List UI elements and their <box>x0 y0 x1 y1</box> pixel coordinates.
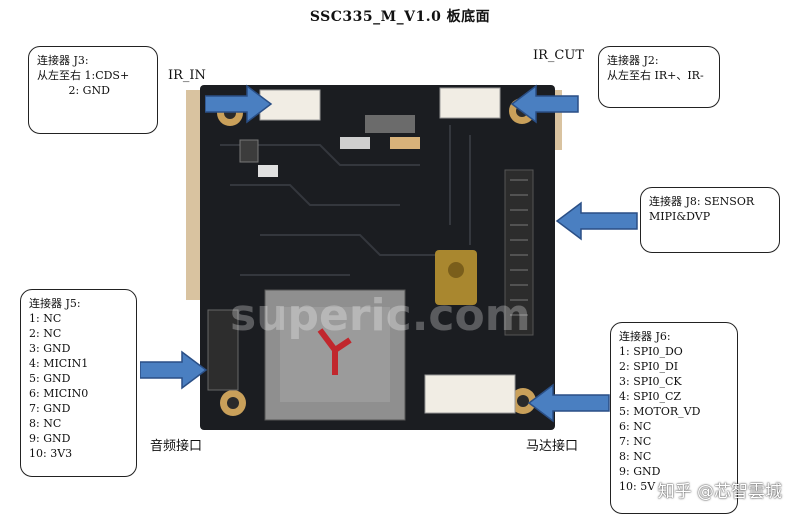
callout-j5: 连接器 J5: 1: NC 2: NC 3: GND 4: MICIN1 5: … <box>20 289 137 477</box>
callout-j6-line: 5: MOTOR_VD <box>619 405 701 418</box>
ir-cut-label: IR_CUT <box>533 48 584 63</box>
arrow-j8 <box>555 201 638 241</box>
callout-j6-line: 6: NC <box>619 420 652 433</box>
connector-j2 <box>439 87 501 119</box>
callout-j5-line: 1: NC <box>29 312 62 325</box>
callout-j6: 连接器 J6: 1: SPI0_DO 2: SPI0_DI 3: SPI0_CK… <box>610 322 738 514</box>
red-mark <box>317 328 352 375</box>
callout-j5-line: 8: NC <box>29 417 62 430</box>
board-watermark-text: superic.com <box>230 290 531 341</box>
callout-j5-line: 5: GND <box>29 372 71 385</box>
page-title: SSC335_M_V1.0 板底面 <box>309 9 491 25</box>
pcb-illustration: superic.com <box>207 87 536 421</box>
callout-j5-line: 9: GND <box>29 432 71 445</box>
component-smd <box>340 137 370 149</box>
callout-j2: 连接器 J2: 从左至右 IR+、IR- <box>598 46 720 108</box>
callout-j5-line: 7: GND <box>29 402 71 415</box>
callout-j8-line: 连接器 J8: SENSOR <box>649 195 755 208</box>
arrow-j3 <box>205 84 273 124</box>
connector-j8 <box>504 169 534 336</box>
callout-j2-line: 连接器 J2: <box>607 54 659 67</box>
pcb-traces <box>220 125 471 276</box>
arrow-j2 <box>510 84 579 124</box>
connector-j6 <box>424 374 516 414</box>
connector-j8-pins <box>510 179 528 316</box>
callout-j6-line: 9: GND <box>619 465 661 478</box>
callout-j6-line: 7: NC <box>619 435 652 448</box>
arrow-j5 <box>140 350 208 390</box>
callout-j3-line: 从左至右 1:CDS+ <box>37 69 130 82</box>
component-center-top <box>365 115 415 133</box>
callout-j6-line: 10: 5V <box>619 480 656 493</box>
connector-j5 <box>207 309 239 391</box>
callout-j3-line: 连接器 J3: <box>37 54 89 67</box>
callout-j5-line: 6: MICIN0 <box>29 387 89 400</box>
audio-port-label: 音频接口 <box>150 439 203 454</box>
ir-in-label: IR_IN <box>168 68 206 83</box>
gold-pad-hole <box>448 262 464 278</box>
arrow-j6 <box>527 383 610 423</box>
callout-j5-line: 连接器 J5: <box>29 297 81 310</box>
callout-j2-line: 从左至右 IR+、IR- <box>607 69 704 82</box>
component-left <box>239 139 259 163</box>
component-smd-2 <box>390 137 420 149</box>
board-edge-left <box>186 90 204 300</box>
callout-j3-line: 2: GND <box>37 84 110 97</box>
callout-j6-line: 3: SPI0_CK <box>619 375 682 388</box>
callout-j6-line: 4: SPI0_CZ <box>619 390 682 403</box>
callout-j5-line: 4: MICIN1 <box>29 357 89 370</box>
callout-j6-line: 8: NC <box>619 450 652 463</box>
pcb-board: superic.com <box>200 85 555 430</box>
callout-j8: 连接器 J8: SENSOR MIPI&DVP <box>640 187 780 253</box>
watermark: 知乎 @芯智雲城 <box>657 482 782 502</box>
component-white <box>258 165 278 177</box>
callout-j3: 连接器 J3: 从左至右 1:CDS+ 2: GND <box>28 46 158 134</box>
callout-j5-line: 10: 3V3 <box>29 447 73 460</box>
callout-j8-line: MIPI&DVP <box>649 210 711 223</box>
callout-j6-line: 2: SPI0_DI <box>619 360 679 373</box>
callout-j5-line: 3: GND <box>29 342 71 355</box>
callout-j6-line: 1: SPI0_DO <box>619 345 683 358</box>
callout-j5-line: 2: NC <box>29 327 62 340</box>
callout-j6-line: 连接器 J6: <box>619 330 671 343</box>
motor-port-label: 马达接口 <box>526 439 579 454</box>
